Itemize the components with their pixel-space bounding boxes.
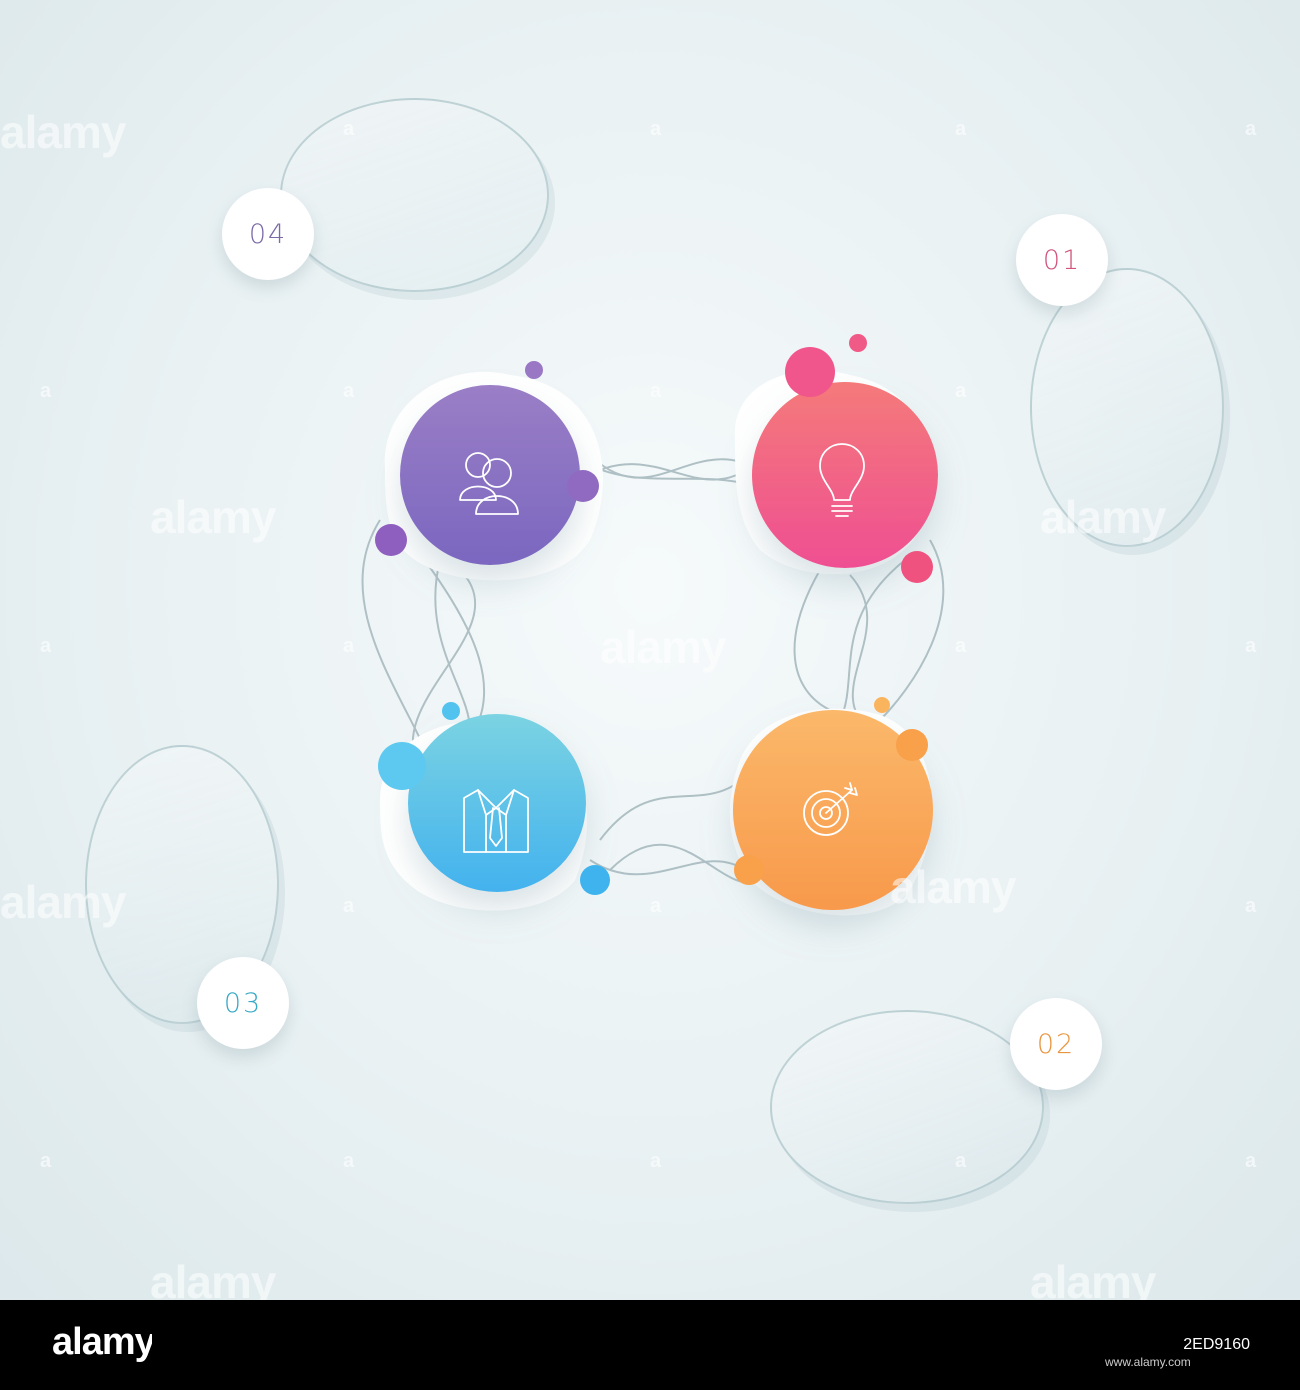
watermark-brand-1: alamy xyxy=(0,106,126,158)
watermark-letter-1: a xyxy=(343,118,355,140)
watermark-brand-5: alamy xyxy=(890,861,1016,913)
step-03-circle[interactable] xyxy=(408,714,586,892)
badge-04-label: 04 xyxy=(248,218,288,250)
watermark-brand-7: alamy xyxy=(150,1256,276,1300)
watermark-brand-2: alamy xyxy=(150,491,276,543)
watermark-brand-4: alamy xyxy=(0,876,126,928)
watermark-letter-7: a xyxy=(650,380,662,402)
connector-lines xyxy=(361,449,945,884)
watermark-letter-20: a xyxy=(1245,1150,1257,1172)
suit-icon xyxy=(463,789,529,853)
badge-01-label: 01 xyxy=(1042,244,1082,276)
watermark-letter-12: a xyxy=(1245,635,1257,657)
site-url: www.alamy.com xyxy=(1105,1355,1191,1369)
watermark-letter-10: a xyxy=(343,635,355,657)
flow-diagram xyxy=(361,334,945,916)
people-icon xyxy=(459,452,519,515)
lightbulb-icon xyxy=(819,443,865,517)
watermark-letter-5: a xyxy=(40,380,52,402)
watermark-letter-15: a xyxy=(1245,895,1257,917)
watermark-letter-3: a xyxy=(955,118,967,140)
watermark-letter-2: a xyxy=(650,118,662,140)
watermark-letter-4: a xyxy=(1245,118,1257,140)
badge-02: 02 xyxy=(1010,998,1102,1090)
watermark-letter-11: a xyxy=(955,635,967,657)
alamy-logo: alamy xyxy=(52,1321,152,1363)
badge-01: 01 xyxy=(1016,214,1108,306)
badge-02-label: 02 xyxy=(1036,1028,1076,1060)
decorative-dots xyxy=(375,334,933,895)
svg-text:alamy: alamy xyxy=(52,1321,152,1363)
watermark-letter-8: a xyxy=(955,380,967,402)
step-01-circle[interactable] xyxy=(752,382,938,568)
watermark-letter-6: a xyxy=(343,380,355,402)
watermark-brand-6: alamy xyxy=(600,621,726,673)
watermark-letter-16: a xyxy=(40,1150,52,1172)
step-04-circle[interactable] xyxy=(400,385,580,565)
text-placeholder-oval-01 xyxy=(1030,268,1224,547)
text-placeholder-oval-04 xyxy=(280,98,549,292)
watermark-letter-14: a xyxy=(650,895,662,917)
watermark-letter-19: a xyxy=(955,1150,967,1172)
stock-footer-bar: alamy 2ED9160 www.alamy.com xyxy=(0,1300,1300,1390)
watermark-letter-9: a xyxy=(40,635,52,657)
watermark-brand-3: alamy xyxy=(1040,491,1166,543)
badge-03: 03 xyxy=(197,957,289,1049)
text-placeholder-oval-02 xyxy=(770,1010,1044,1204)
image-id: 2ED9160 xyxy=(1183,1336,1250,1353)
infographic-canvas: 04 01 03 02 alamy alamy alamy alamy alam… xyxy=(0,0,1300,1300)
target-icon xyxy=(803,782,858,836)
watermark-brand-8: alamy xyxy=(1030,1256,1156,1300)
watermark-letter-17: a xyxy=(343,1150,355,1172)
watermark-letter-18: a xyxy=(650,1150,662,1172)
badge-04: 04 xyxy=(222,188,314,280)
step-02-circle[interactable] xyxy=(733,710,933,910)
watermark-letter-13: a xyxy=(343,895,355,917)
badge-03-label: 03 xyxy=(223,987,263,1019)
